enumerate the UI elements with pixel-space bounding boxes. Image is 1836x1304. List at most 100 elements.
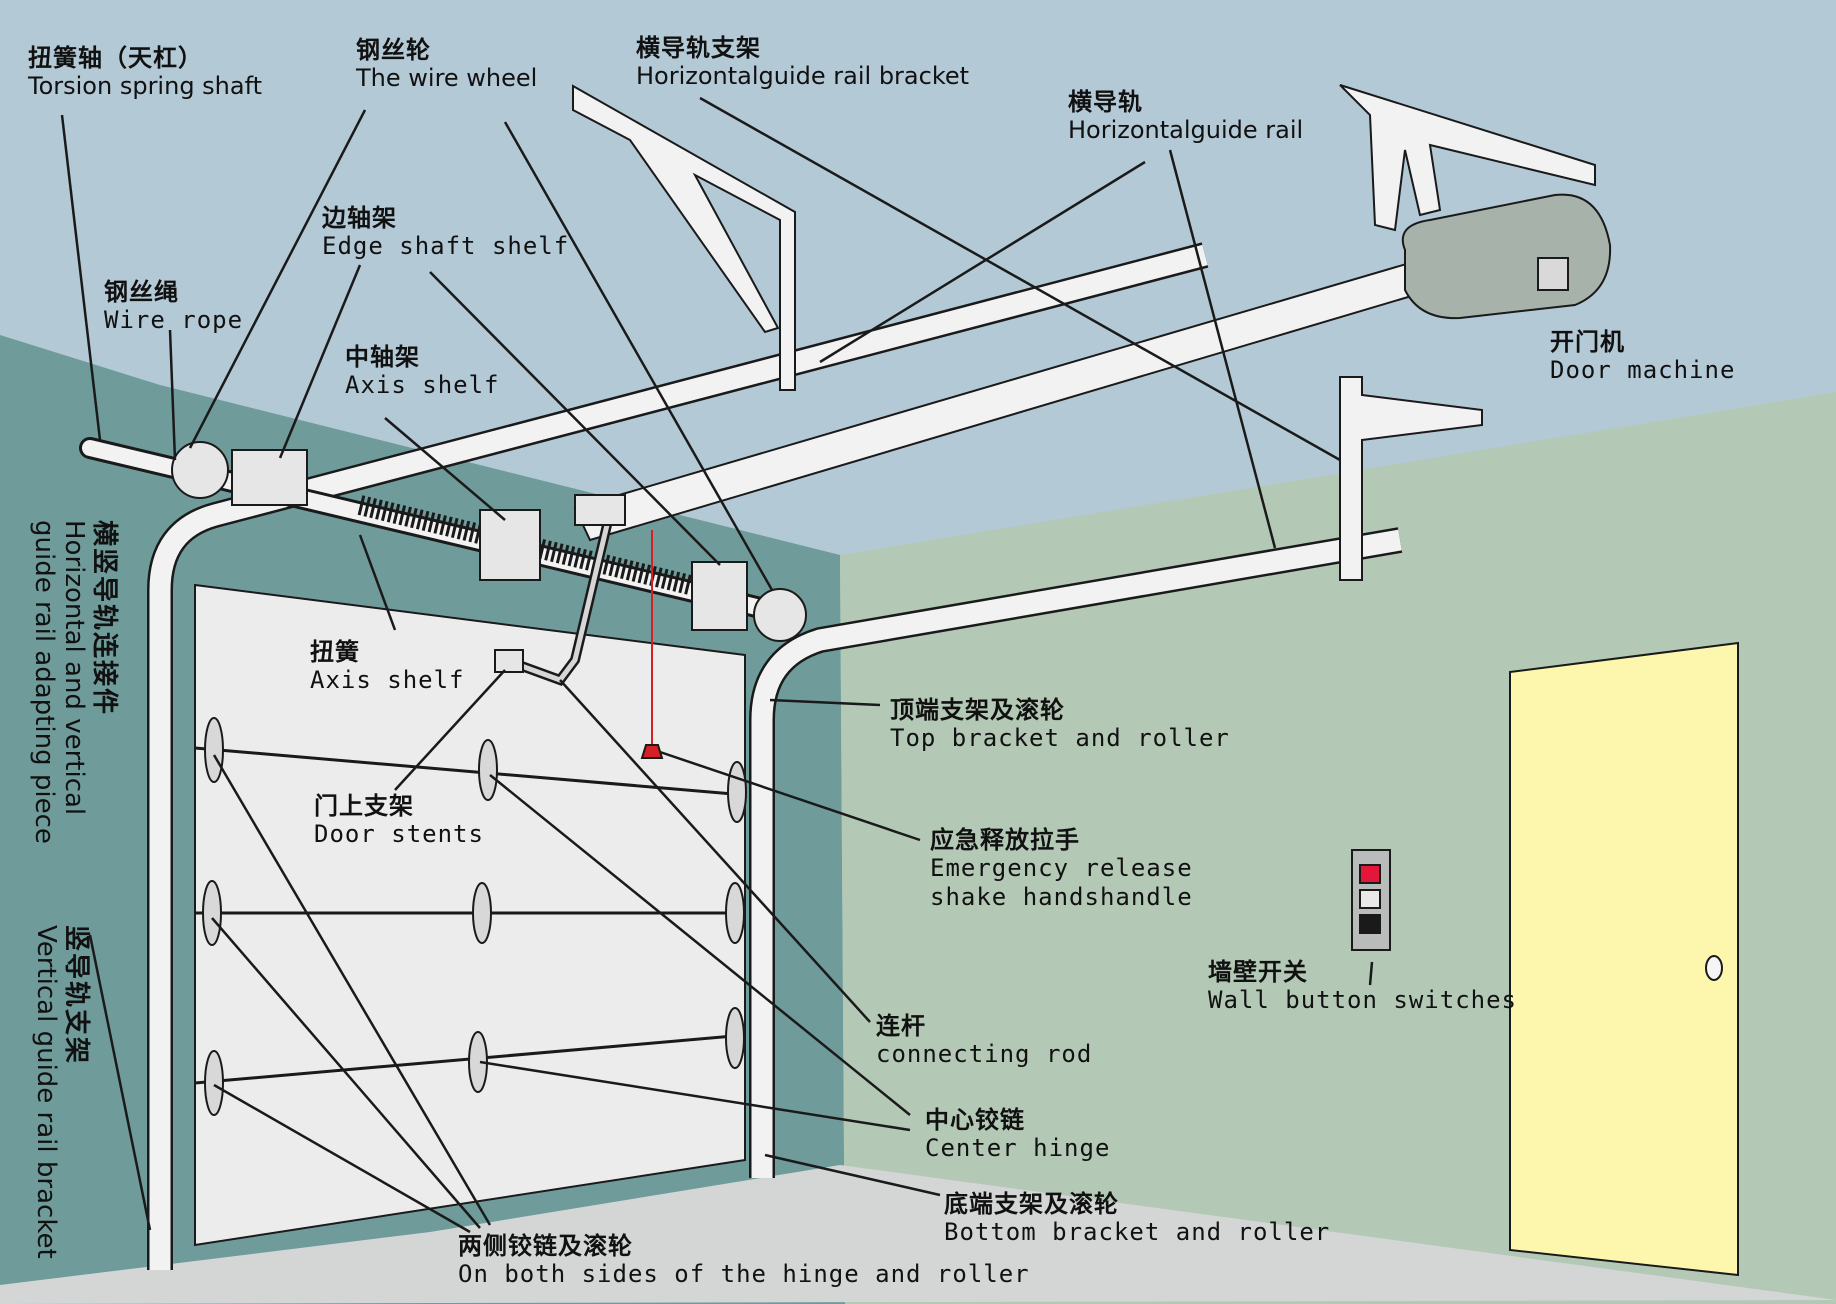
label-zh: 门上支架 xyxy=(314,792,414,820)
door-opener xyxy=(494,193,1612,759)
label-en: Door stents xyxy=(314,820,484,849)
center-hinge xyxy=(478,739,498,801)
side-hinge-left xyxy=(202,880,222,946)
leader-line xyxy=(213,1083,471,1234)
label-zh: 连杆 xyxy=(876,1012,926,1040)
leader-line xyxy=(60,114,102,441)
leader-line xyxy=(394,669,506,791)
wall-switch xyxy=(1351,849,1391,951)
label-zh: 开门机 xyxy=(1550,328,1625,356)
rail-bracket-left xyxy=(572,84,796,391)
label-en: Bottom bracket and roller xyxy=(944,1218,1331,1247)
label-zh: 边轴架 xyxy=(322,204,397,232)
switch-button-open xyxy=(1359,864,1381,884)
release-handle xyxy=(640,744,664,759)
label-edge-shaft-shelf: 边轴架 Edge shaft shelf xyxy=(322,204,569,261)
label-en: shake handshandle xyxy=(930,882,1193,911)
side-hinge-left xyxy=(204,717,224,783)
wire-wheel-left xyxy=(171,441,229,499)
leader-line xyxy=(188,109,367,449)
label-en: Wall button switches xyxy=(1208,986,1517,1015)
label-torsion-spring-shaft: 扭簧轴（天杠） Torsion spring shaft xyxy=(28,44,262,101)
label-en: Top bracket and roller xyxy=(890,724,1230,753)
center-hinge xyxy=(472,882,492,944)
leader-line xyxy=(358,534,397,631)
rail-bracket-ceiling xyxy=(1339,84,1596,232)
label-en: The wire wheel xyxy=(356,64,538,93)
label-zh: 扭簧轴（天杠） xyxy=(28,44,203,72)
label-zh: 中轴架 xyxy=(345,343,420,371)
side-hinge-right xyxy=(725,882,745,944)
label-en: Horizontal and vertical xyxy=(59,520,90,816)
label-wire-wheel: 钢丝轮 The wire wheel xyxy=(356,36,537,93)
label-zh: 钢丝绳 xyxy=(104,278,179,306)
leader-line xyxy=(429,271,721,566)
leader-line xyxy=(764,1153,941,1197)
center-axis-shelf xyxy=(479,509,541,581)
label-zh: 顶端支架及滚轮 xyxy=(890,696,1065,724)
rail-brackets xyxy=(572,84,1596,581)
label-zh: 墙壁开关 xyxy=(1208,958,1308,986)
panel-seam xyxy=(194,746,746,797)
label-side-hinge-roller: 两侧铰链及滚轮 On both sides of the hinge and r… xyxy=(458,1232,1030,1289)
label-en: Edge shaft shelf xyxy=(322,232,570,261)
door-machine-panel xyxy=(1537,257,1569,291)
leader-line xyxy=(278,264,362,459)
label-en: Axis shelf xyxy=(310,666,465,695)
label-zh: 钢丝轮 xyxy=(356,36,431,64)
door-panel-surface xyxy=(194,583,746,1247)
side-hinge-left xyxy=(204,1050,224,1116)
leader-line xyxy=(489,774,911,1116)
switch-button-stop xyxy=(1359,889,1381,909)
leader-line xyxy=(1168,149,1277,549)
leader-lines xyxy=(60,96,1374,1234)
label-wire-rope: 钢丝绳 Wire rope xyxy=(104,278,243,335)
leader-line xyxy=(699,96,1341,462)
guide-rails xyxy=(147,242,1427,1270)
door-knob xyxy=(1705,955,1723,981)
label-door-stents: 门上支架 Door stents xyxy=(314,792,484,849)
label-horizontal-rail-bracket: 横导轨支架 Horizontalguide rail bracket xyxy=(636,34,969,91)
left-vertical-rail-inner xyxy=(149,244,1208,1270)
label-axis-shelf: 中轴架 Axis shelf xyxy=(345,343,500,400)
label-en: Horizontalguide rail xyxy=(1068,116,1304,145)
label-wall-button-switches: 墙壁开关 Wall button switches xyxy=(1208,958,1517,1015)
side-door xyxy=(1509,641,1739,1277)
label-connecting-rod: 连杆 connecting rod xyxy=(876,1012,1092,1069)
label-en: Door machine xyxy=(1550,356,1736,385)
label-en: Axis shelf xyxy=(345,371,500,400)
leader-line xyxy=(168,329,177,461)
leader-line xyxy=(384,417,506,521)
label-rail-adapting-piece: 横竖导轨连接件 Horizontal and vertical guide ra… xyxy=(28,520,119,844)
label-zh: 竖导轨支架 xyxy=(61,925,91,1066)
door-stent xyxy=(494,649,524,673)
label-emergency-release: 应急释放拉手 Emergency release shake handshand… xyxy=(930,826,1193,911)
label-bottom-bracket-roller: 底端支架及滚轮 Bottom bracket and roller xyxy=(944,1190,1330,1247)
label-horizontal-guide-rail: 横导轨 Horizontalguide rail xyxy=(1068,88,1303,145)
leader-line xyxy=(88,934,152,1231)
label-en: connecting rod xyxy=(876,1040,1093,1069)
label-en: guide rail adapting piece xyxy=(29,520,60,844)
side-door-panel xyxy=(1509,641,1739,1277)
trolley xyxy=(574,494,626,526)
side-hinge-right xyxy=(725,1007,745,1069)
label-zh: 扭簧 xyxy=(310,638,360,666)
hinges xyxy=(202,717,747,1116)
leader-line xyxy=(212,754,492,1226)
wire-wheel-right xyxy=(753,588,807,642)
label-top-bracket-roller: 顶端支架及滚轮 Top bracket and roller xyxy=(890,696,1230,753)
label-zh: 两侧铰链及滚轮 xyxy=(458,1232,633,1260)
label-en: Horizontalguide rail bracket xyxy=(636,62,970,91)
leader-line xyxy=(211,917,481,1229)
label-en: Emergency release xyxy=(930,854,1193,883)
right-vertical-rail-inner xyxy=(751,529,1402,1178)
label-en: On both sides of the hinge and roller xyxy=(458,1260,1030,1289)
label-torsion-spring: 扭簧 Axis shelf xyxy=(310,638,465,695)
connecting-rod-inner xyxy=(504,524,610,683)
leader-line xyxy=(503,121,774,591)
edge-shaft-shelf-left xyxy=(231,449,308,506)
label-center-hinge: 中心铰链 Center hinge xyxy=(925,1106,1110,1163)
leader-line xyxy=(819,160,1146,364)
